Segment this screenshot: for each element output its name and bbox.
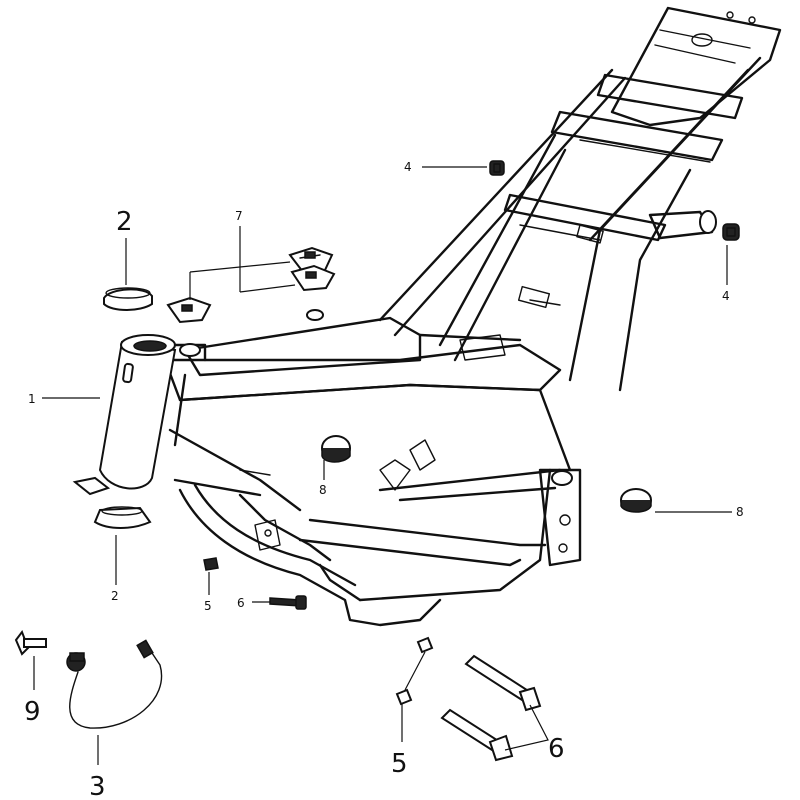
- callout-6-bottom: 6: [548, 734, 565, 764]
- callout-9: 9: [24, 697, 41, 727]
- callout-2-bottom: 2: [111, 589, 119, 603]
- grommet-top: [489, 160, 505, 176]
- callout-3: 3: [89, 772, 106, 800]
- nut-mid: [203, 557, 219, 571]
- rubber-mount-left: [166, 296, 212, 324]
- callout-6-mid: 6: [237, 596, 245, 610]
- grommet-right: [722, 223, 740, 241]
- callout-1: 1: [28, 392, 36, 406]
- bearing-cup-top: [103, 287, 153, 311]
- nut-bottom-pair: [395, 636, 434, 706]
- head-tube: [72, 334, 177, 496]
- callout-8-center: 8: [319, 483, 327, 497]
- sensor-with-cable: [66, 639, 163, 729]
- callout-4-top: 4: [404, 160, 412, 174]
- main-frame: [72, 6, 782, 627]
- callout-7: 7: [235, 209, 243, 223]
- callout-5-mid: 5: [204, 599, 212, 613]
- bearing-cup-bottom: [93, 506, 152, 529]
- bolt-lower-left: [14, 629, 47, 656]
- bolt-mid: [269, 595, 307, 610]
- long-bolt-lower: [440, 708, 514, 762]
- callout-5-bottom: 5: [391, 749, 408, 779]
- frame-plug-right: [620, 488, 652, 513]
- rubber-mount-middle: [290, 264, 336, 292]
- callout-2-top: 2: [116, 207, 133, 237]
- frame-mount-boss: [306, 309, 324, 321]
- frame-plug-center: [321, 435, 351, 463]
- leader-lines: [33, 166, 732, 765]
- callout-4-right: 4: [722, 289, 730, 303]
- callout-8-right: 8: [736, 505, 744, 519]
- long-bolt-upper: [464, 654, 542, 712]
